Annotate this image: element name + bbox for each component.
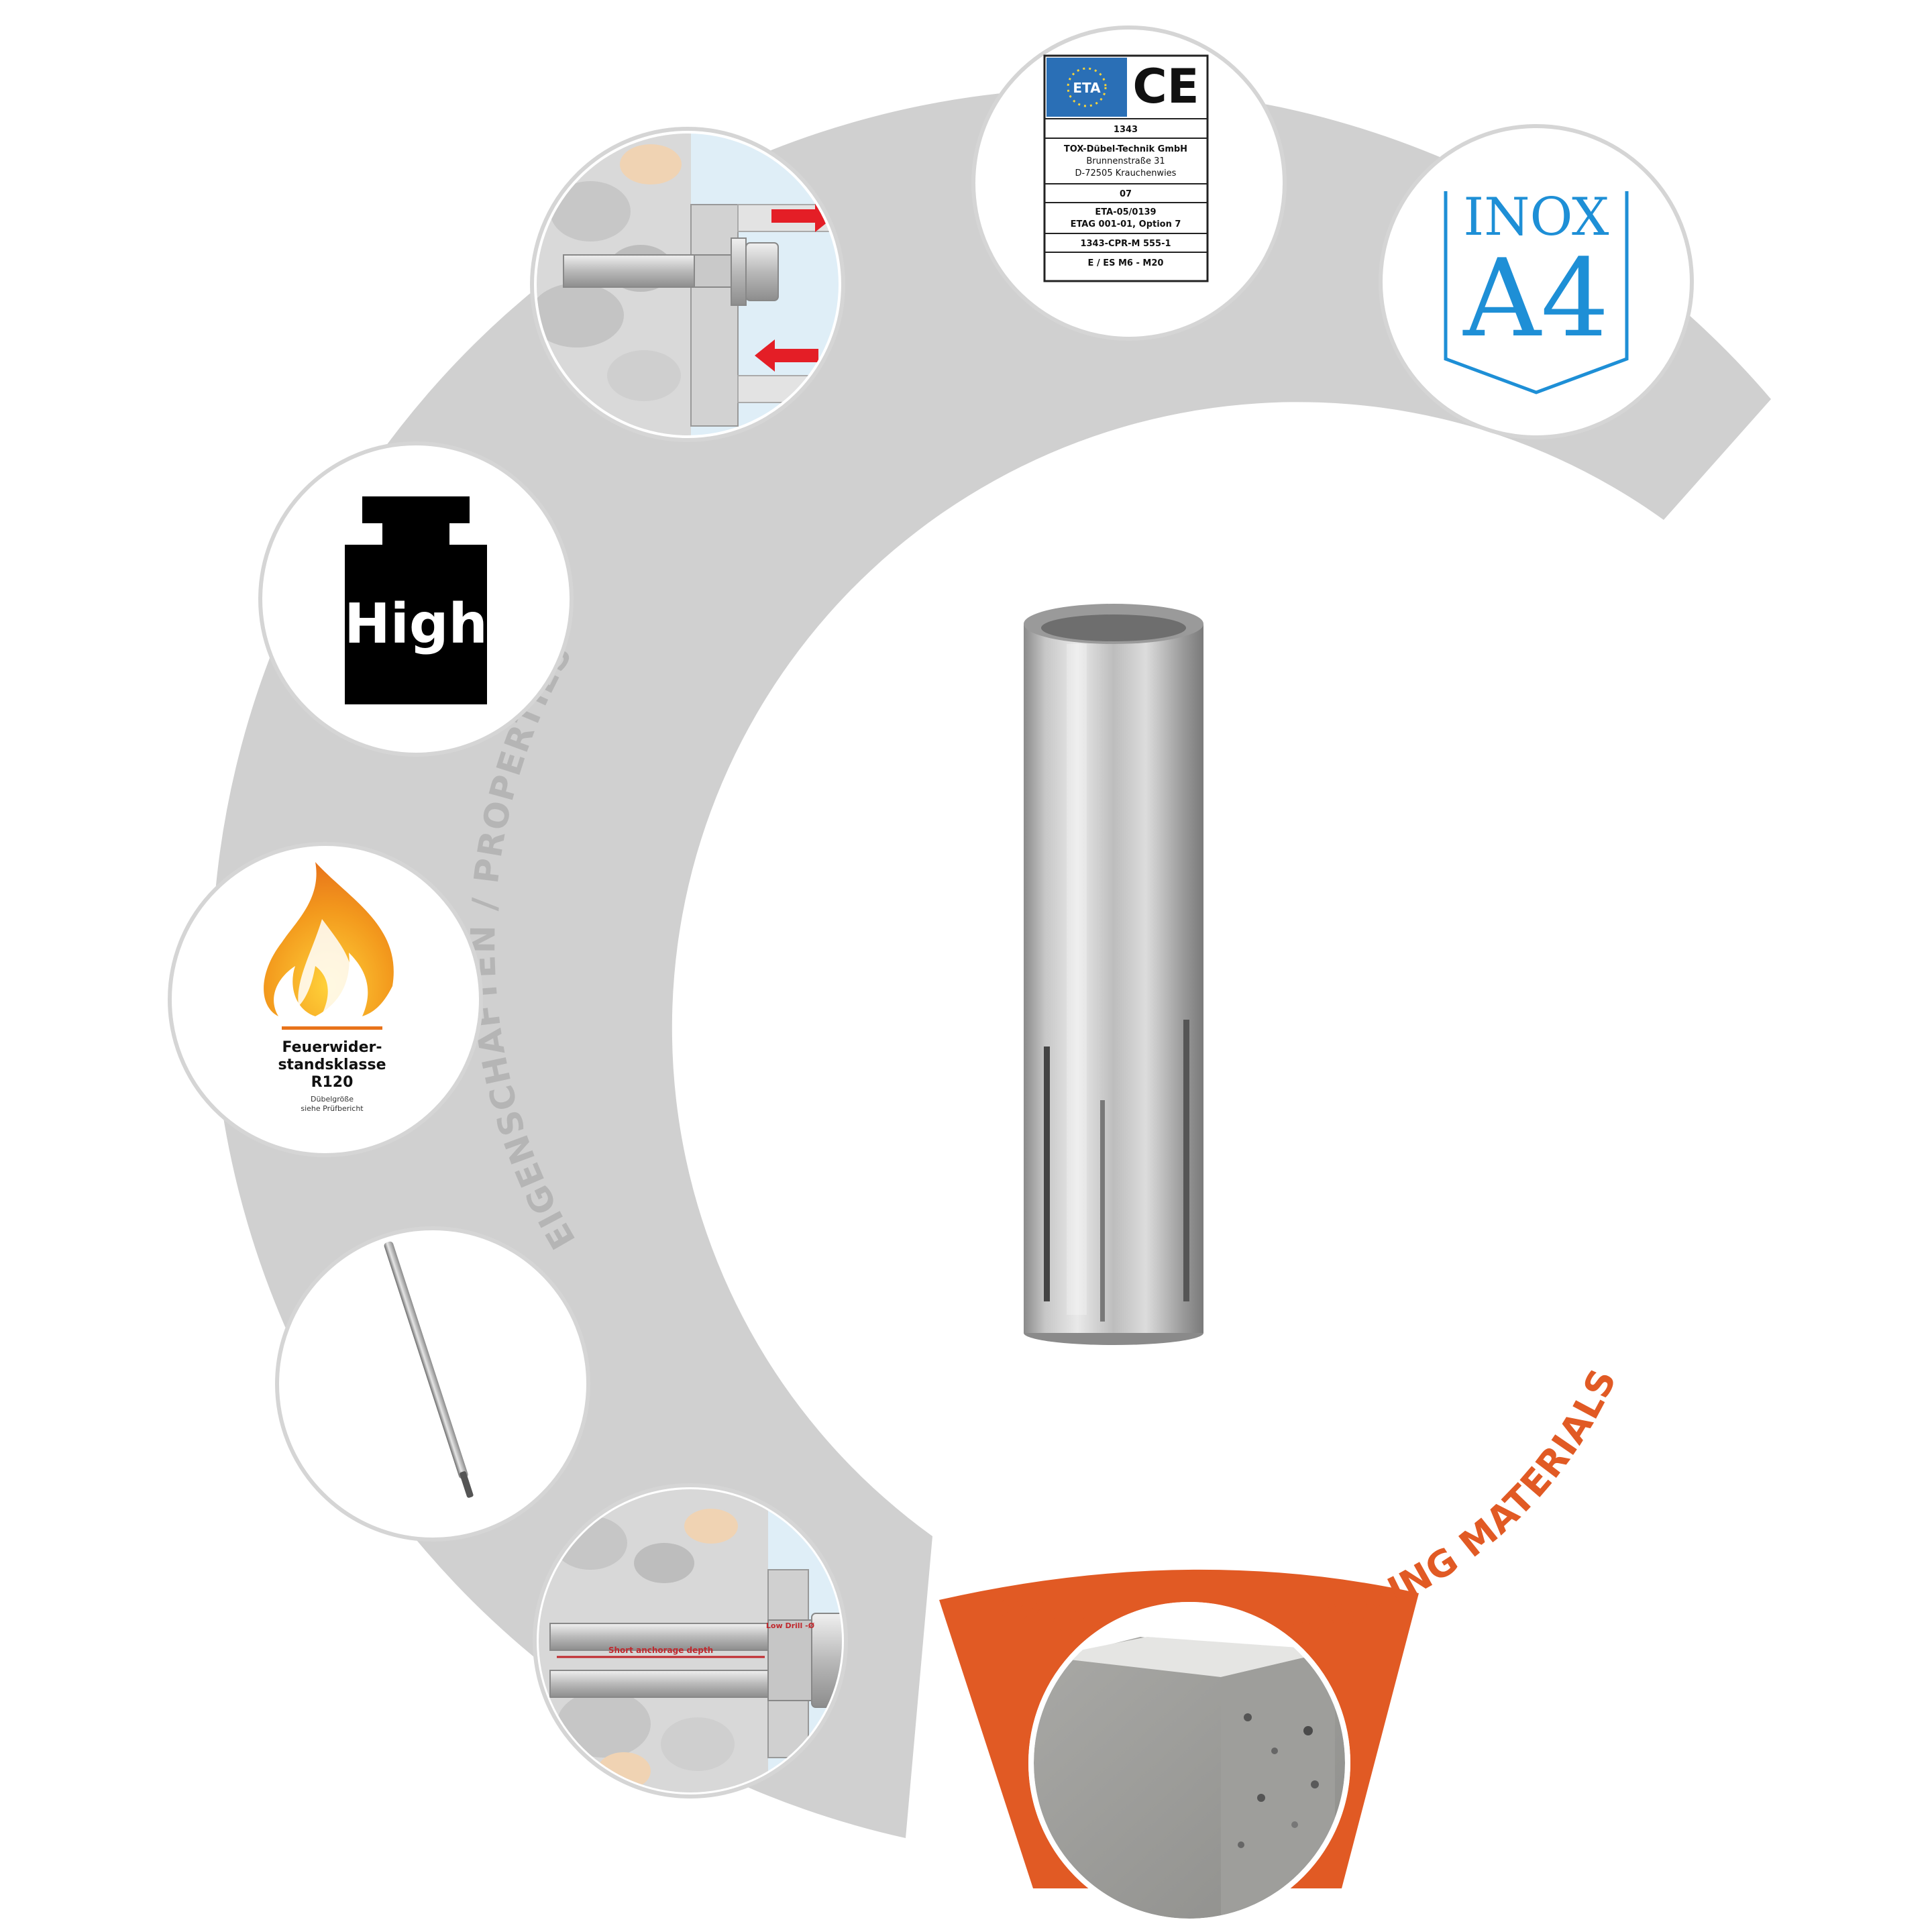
- eta-number: ETA-05/0139: [1095, 207, 1156, 217]
- product-range: E / ES M6 - M20: [1088, 258, 1164, 268]
- manufacturer-street: Brunnenstraße 31: [1086, 156, 1165, 166]
- setting-tool-icon: [384, 1241, 474, 1498]
- notified-body-number: 1343: [1114, 125, 1138, 135]
- etag-reference: ETAG 001-01, Option 7: [1071, 219, 1181, 229]
- fire-note-line1: Dübelgröße: [311, 1095, 354, 1104]
- fire-resistance-circle: Feuerwider- standsklasse R120 Dübelgröße…: [168, 842, 483, 1157]
- ce-mark: CE: [1132, 59, 1199, 114]
- concrete-material-circle: [1028, 1602, 1350, 1924]
- label-year: 07: [1120, 189, 1132, 199]
- eta-ce-label-circle: ETA CE 1343 TOX-Dübel-Technik GmbH Brunn…: [971, 25, 1287, 341]
- short-anchorage-depth-text: Short anchorage depth: [608, 1646, 713, 1655]
- fire-note-line2: siehe Prüfbericht: [301, 1104, 364, 1113]
- building-materials-label: BAUSTOFFE / BUILDING MATERIALS: [991, 1362, 1625, 1660]
- fire-class-value: R120: [311, 1074, 354, 1091]
- cpr-number: 1343-CPR-M 555-1: [1080, 239, 1171, 249]
- low-drill-diameter-text: Low Drill -Ø: [766, 1621, 815, 1630]
- fire-class-line2: standsklasse: [278, 1057, 386, 1073]
- a4-text: A4: [1462, 235, 1609, 361]
- load-level-text: High: [344, 592, 488, 656]
- weight-icon: [345, 496, 487, 704]
- manufacturer-city: D-72505 Krauchenwies: [1075, 168, 1177, 178]
- short-anchorage-circle: Short anchorage depth Low Drill -Ø: [533, 1483, 848, 1799]
- eta-logo-text: ETA: [1073, 80, 1101, 96]
- properties-ring: [211, 88, 1771, 1838]
- inox-text: INOX: [1463, 187, 1609, 248]
- drop-in-anchor-image: [1024, 604, 1203, 1345]
- manufacturer-name: TOX-Dübel-Technik GmbH: [1064, 144, 1187, 154]
- inox-shield-icon: [1444, 191, 1629, 394]
- high-load-circle: High: [258, 441, 574, 757]
- eta-logo-icon: [1067, 67, 1107, 107]
- fire-class-line1: Feuerwider-: [282, 1039, 382, 1056]
- setting-tool-circle: [275, 1226, 590, 1542]
- inox-a4-circle: INOX A4: [1379, 124, 1694, 439]
